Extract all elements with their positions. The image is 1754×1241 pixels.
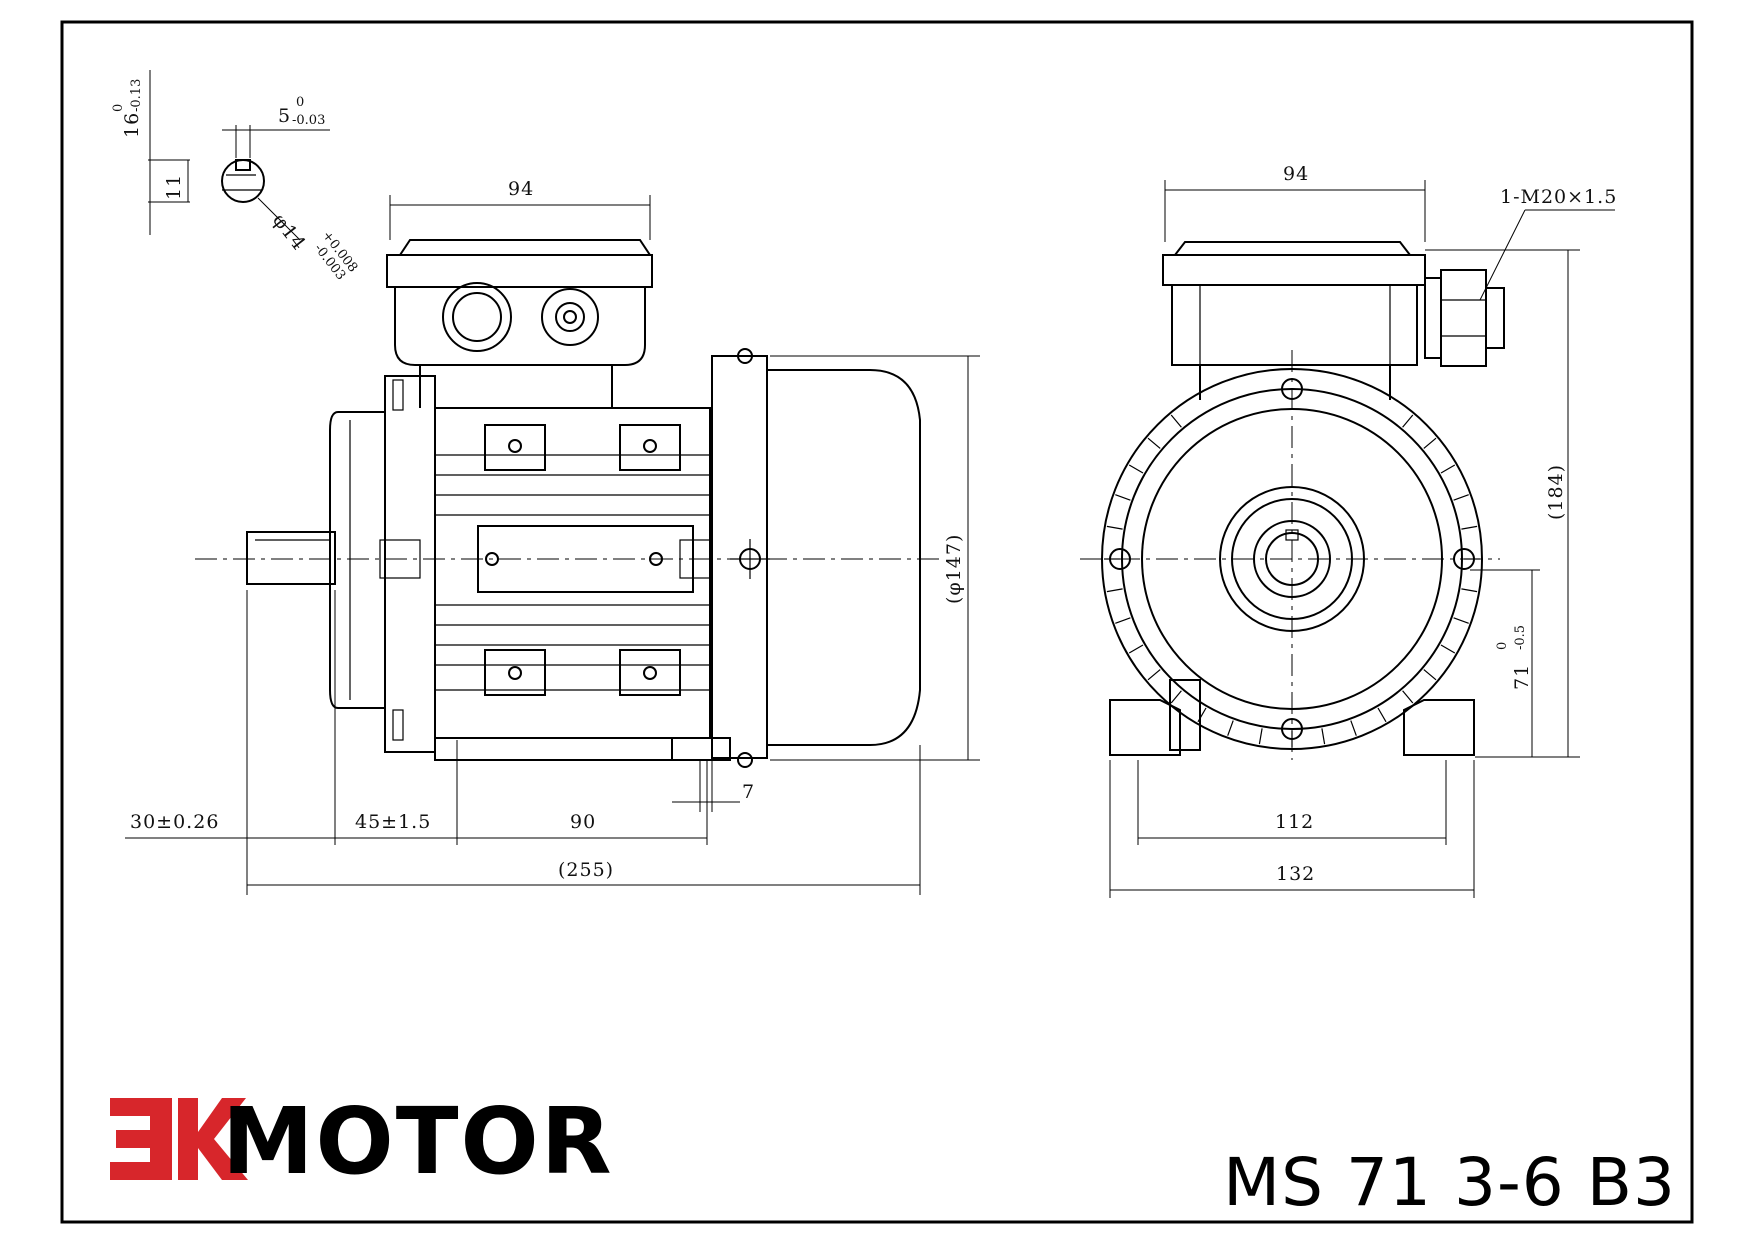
cooling-fin bbox=[1440, 644, 1456, 654]
cooling-fin bbox=[1423, 669, 1437, 681]
cooling-fins bbox=[1104, 414, 1480, 747]
cooling-fin bbox=[1402, 690, 1414, 704]
cooling-fin bbox=[1423, 437, 1437, 449]
cooling-fin bbox=[1258, 728, 1263, 745]
shaft-diameter-label: φ14 bbox=[268, 210, 310, 255]
shaft-key-detail: 16 0 -0.13 5 0 -0.03 11 φ14 +0.008 -0.00… bbox=[111, 70, 360, 283]
foot-hole-spacing-label: 90 bbox=[570, 811, 596, 833]
shaft-height-label: 71 bbox=[1511, 664, 1533, 690]
cooling-fin bbox=[1128, 644, 1144, 654]
overall-length-label: (255) bbox=[558, 859, 614, 881]
end-view-dimensions: 94 1-M20×1.5 (184) 71 0 -0.5 112 132 bbox=[1109, 163, 1617, 898]
side-view bbox=[195, 239, 940, 768]
cooling-fin bbox=[1440, 464, 1456, 474]
cooling-fin bbox=[1170, 690, 1182, 704]
cooling-fin bbox=[1377, 707, 1387, 723]
cooling-fin bbox=[1147, 437, 1161, 449]
shaft-length-label: 30±0.26 bbox=[130, 811, 219, 833]
foot-width-label: 132 bbox=[1276, 863, 1315, 885]
cooling-fin bbox=[1128, 464, 1144, 474]
shaft-to-foot-label: 45±1.5 bbox=[355, 811, 431, 833]
ek-logo-mark bbox=[110, 1098, 248, 1180]
end-view bbox=[1080, 241, 1505, 760]
key-height-tol-upper: 0 bbox=[111, 104, 126, 112]
cooling-fin bbox=[1106, 588, 1123, 593]
body-diameter-label: (φ147) bbox=[943, 534, 965, 604]
brand-logo: MOTOR bbox=[110, 1088, 614, 1195]
cooling-fin bbox=[1115, 494, 1131, 501]
cooling-fin bbox=[1170, 414, 1182, 428]
key-depth-label: 11 bbox=[163, 174, 185, 200]
side-view-dimensions: 94 (φ147) 7 30±0.26 45±1.5 90 (255) bbox=[125, 178, 980, 895]
cooling-fin bbox=[1453, 617, 1469, 624]
cooling-fin bbox=[1147, 669, 1161, 681]
side-terminal-box-width-label: 94 bbox=[508, 178, 534, 200]
drawing-border bbox=[60, 20, 1694, 1224]
key-height-label: 16 bbox=[121, 112, 143, 138]
model-designation: MS 71 3-6 B3 bbox=[1223, 1144, 1676, 1221]
shaft-height-tol-upper: 0 bbox=[1495, 642, 1510, 650]
cooling-fin bbox=[1115, 617, 1131, 624]
key-width-label: 5 bbox=[278, 105, 291, 127]
cooling-fin bbox=[1453, 494, 1469, 501]
overall-height-label: (184) bbox=[1545, 464, 1567, 520]
end-terminal-box-width-label: 94 bbox=[1283, 163, 1309, 185]
key-height-tol-lower: -0.13 bbox=[129, 79, 144, 112]
end-foot-hole-spacing-label: 112 bbox=[1275, 811, 1314, 833]
key-width-tol-upper: 0 bbox=[296, 95, 304, 110]
cooling-fin bbox=[1402, 414, 1414, 428]
brand-name: MOTOR bbox=[222, 1088, 614, 1195]
cooling-fin bbox=[1321, 728, 1326, 745]
cable-gland-label: 1-M20×1.5 bbox=[1500, 186, 1617, 208]
foot-thickness-label: 7 bbox=[742, 781, 755, 803]
cooling-fin bbox=[1350, 720, 1357, 736]
cooling-fin bbox=[1227, 720, 1234, 736]
shaft-height-tol-lower: -0.5 bbox=[1513, 625, 1528, 650]
cooling-fin bbox=[1461, 525, 1478, 530]
cooling-fin bbox=[1106, 525, 1123, 530]
cooling-fin bbox=[1461, 588, 1478, 593]
key-width-tol-lower: -0.03 bbox=[292, 113, 325, 128]
